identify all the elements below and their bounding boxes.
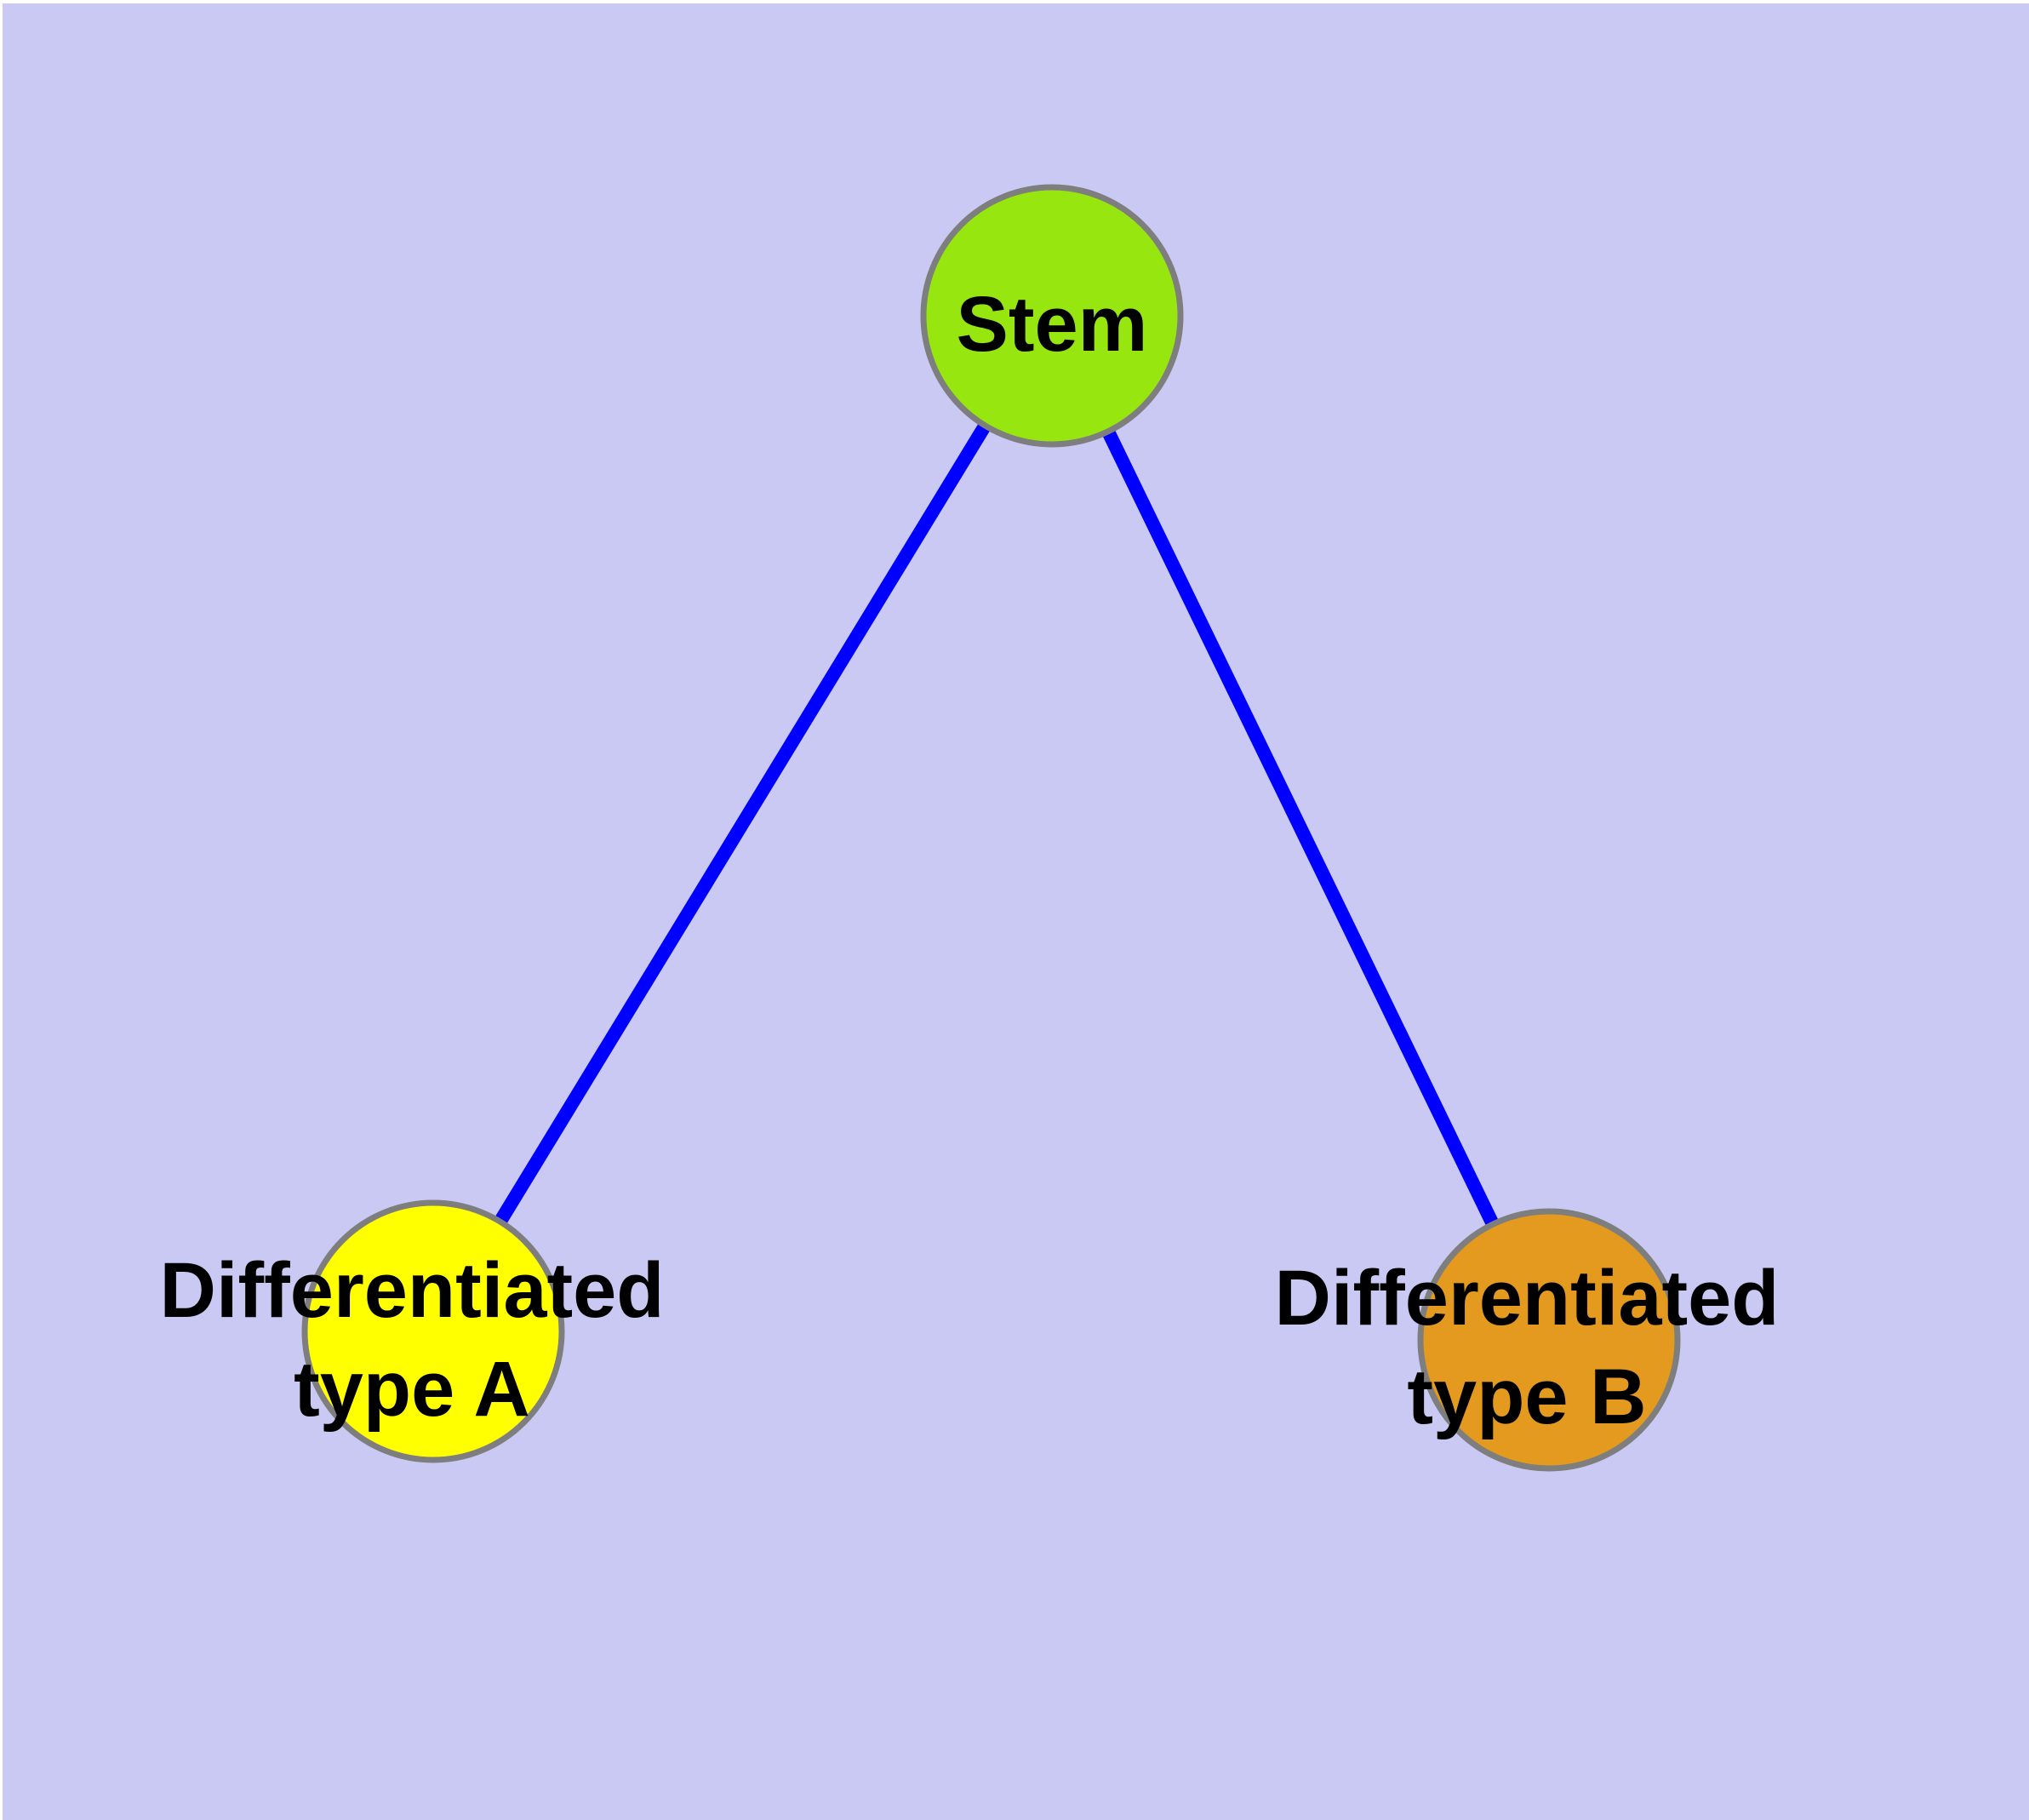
node-stem-label: Stem bbox=[957, 281, 1148, 368]
node-type-b-label-line2: type B bbox=[1407, 1354, 1646, 1440]
edge-stem-to-type-a bbox=[427, 312, 1058, 1336]
node-type-a-label-line1: Differentiated bbox=[160, 1247, 665, 1334]
node-type-b-circle bbox=[1417, 1208, 1681, 1472]
node-type-a-circle bbox=[301, 1199, 565, 1463]
node-type-b-label-line1: Differentiated bbox=[1275, 1255, 1780, 1342]
edge-stem-to-type-b bbox=[1045, 312, 1556, 1343]
node-type-a-label-line2: type A bbox=[294, 1346, 530, 1433]
node-stem-circle bbox=[920, 184, 1184, 448]
